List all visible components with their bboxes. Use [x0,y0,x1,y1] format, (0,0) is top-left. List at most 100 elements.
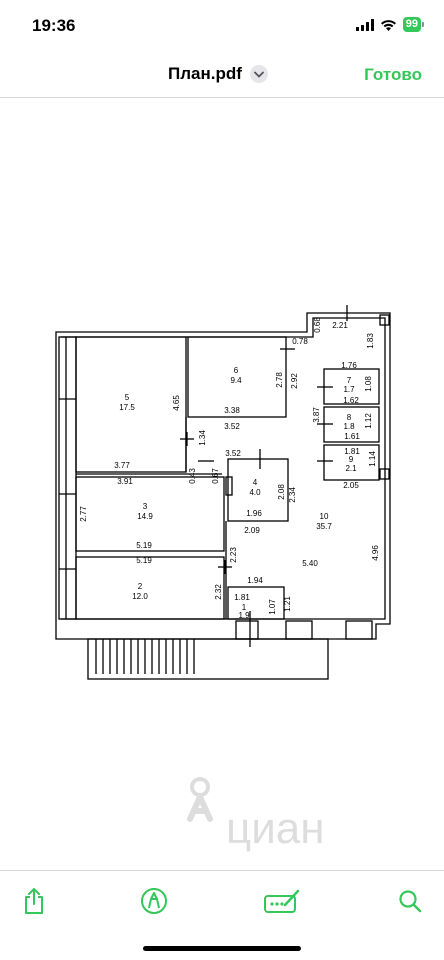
battery-tip [422,22,424,27]
document-title-menu[interactable]: План.pdf [168,64,268,84]
markup-pen-icon [141,888,167,914]
room-5-area: 17.5 [119,403,135,412]
fill-sign-button[interactable] [262,885,302,917]
dimension-label: 3.87 [312,407,321,423]
dimension-label: 2.77 [79,506,88,522]
bottom-toolbar [0,870,444,960]
dimension-label: 0.68 [313,317,322,333]
outer-wall-inner [61,317,386,620]
watermark-text: циан [226,804,325,853]
dimension-label: 1.94 [247,576,263,585]
dimension-label: 1.08 [364,376,373,392]
room-1-area: 1.9 [238,611,250,620]
dimension-label: 2.32 [214,584,223,600]
bottom-window [345,620,373,640]
room-3-area: 14.9 [137,512,153,521]
share-icon [25,888,43,914]
dimension-label: 2.92 [290,373,299,389]
search-icon [399,890,422,913]
cian-watermark: циан [187,777,325,853]
chevron-down-icon[interactable] [249,65,268,83]
document-title: План.pdf [168,64,242,83]
room-4-area: 4.0 [249,488,261,497]
room-2 [75,556,225,620]
room-2-area: 12.0 [132,592,148,601]
floor-plan: 5 17.5 6 9.4 7 1.7 8 1.8 9 2.1 4 4.0 3 1… [55,305,391,853]
room-9-area: 2.1 [345,464,357,473]
balcony-hatching [95,639,195,674]
dimension-label: 2.05 [343,481,359,490]
dimension-label: 2.21 [332,321,348,330]
dimension-label: 1.61 [344,432,360,441]
dimension-label: 0.43 [188,468,197,484]
dimension-label: 3.52 [225,449,241,458]
search-button[interactable] [394,885,426,917]
room-6-number: 6 [234,366,239,375]
dimension-label: 1.12 [364,413,373,429]
signature-icon [264,889,300,913]
dimension-label: 5.40 [302,559,318,568]
dimension-label: 2.08 [277,484,286,500]
status-icons: 99 [355,17,424,32]
dimension-label: 1.07 [268,599,277,615]
battery-icon: 99 [402,17,421,32]
room-10-area: 35.7 [316,522,332,531]
dimension-label: 3.52 [224,422,240,431]
dimension-label: 2.34 [288,487,297,503]
nav-bar: План.pdf Готово [0,54,444,98]
balcony [87,638,329,680]
room-1-number: 1 [242,603,247,612]
room-9 [323,444,380,481]
room-3 [75,476,225,552]
dimension-label: 2.23 [229,547,238,563]
bottom-window [235,620,259,640]
dimension-label: 3.77 [114,461,130,470]
room-1 [227,586,285,620]
dimension-label: 1.34 [198,430,207,446]
dimension-label: 5.19 [136,556,152,565]
room-7-number: 7 [347,376,352,385]
dimension-label: 4.96 [371,545,380,561]
room-6 [187,336,287,418]
room-8-number: 8 [347,413,352,422]
done-button[interactable]: Готово [364,65,422,84]
dimension-label: 1.83 [366,333,375,349]
dimension-label: 1.81 [344,447,360,456]
dimension-label: 1.76 [341,361,357,370]
cellular-signal-icon [355,18,374,31]
dimension-label: 0.78 [292,337,308,346]
room-7-area: 1.7 [343,385,355,394]
dimension-label: 3.91 [117,477,133,486]
dimension-label: 1.81 [234,593,250,602]
dimension-label: 1.96 [246,509,262,518]
left-window-strip [58,336,77,620]
dimension-label: 2.78 [275,372,284,388]
dimension-label: 2.09 [244,526,260,535]
dimension-label: 1.14 [368,451,377,467]
dimension-label: 1.62 [343,396,359,405]
room-4 [227,458,289,522]
room-2-number: 2 [138,582,143,591]
dimension-label: 4.65 [172,395,181,411]
room-10-number: 10 [320,512,329,521]
pdf-page[interactable]: 5 17.5 6 9.4 7 1.7 8 1.8 9 2.1 4 4.0 3 1… [0,99,444,869]
room-3-number: 3 [143,502,148,511]
room-4-number: 4 [253,478,258,487]
share-button[interactable] [18,885,50,917]
markup-button[interactable] [138,885,170,917]
room-9-number: 9 [349,455,354,464]
dimension-label: 3.38 [224,406,240,415]
status-bar: 19:36 99 [0,0,444,54]
wifi-icon [380,19,396,31]
status-time: 19:36 [32,16,76,35]
room-5 [75,336,187,473]
home-indicator[interactable] [143,946,301,951]
outer-wall [55,312,391,640]
dimension-label: 1.21 [283,596,292,612]
dimension-label: 0.67 [211,468,220,484]
dimension-label: 5.19 [136,541,152,550]
room-8-area: 1.8 [343,422,355,431]
room-6-area: 9.4 [230,376,242,385]
room-5-number: 5 [125,393,130,402]
bottom-window [285,620,313,640]
